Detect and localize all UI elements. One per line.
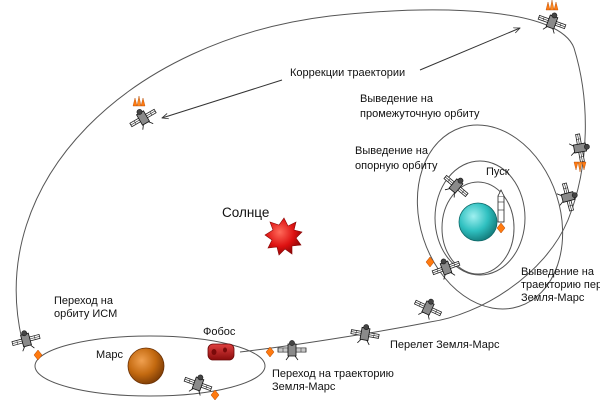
label-corrections: Коррекции траектории [290,67,405,79]
label-departure: Выведение на траекторию перелета Земля-М… [521,266,600,304]
reference-orbit [434,160,526,276]
flame-icon [573,161,587,173]
probe-icon [567,132,593,164]
transfer-trajectory [15,9,586,353]
flame-icon [545,0,559,11]
label-launch: Пуск [486,166,510,178]
flame-icon [425,256,435,268]
probe-icon [349,321,381,347]
label-mars: Марс [96,349,124,361]
labels: Коррекции траектории Выведение на промеж… [54,67,600,393]
trajectories [15,9,586,397]
launch-vehicle-icon [497,189,505,223]
mars-orbit [34,335,266,397]
probe-icon [410,292,446,324]
probe-icon [554,180,582,214]
label-intermediate-orbit: Выведение на промежуточную орбиту [360,93,480,120]
label-earth-mars-flight: Перелет Земля-Марс [390,339,500,351]
correction-arrows [162,28,520,118]
flame-icon [496,222,506,234]
earth [458,202,498,242]
label-reference-orbit: Выведение на опорную орбиту [355,145,438,172]
sun [264,217,303,256]
probe-icon [9,326,43,354]
mars [127,347,165,385]
label-sun: Солнце [222,205,269,220]
departure-spiral [441,181,515,275]
probe-icon [181,369,215,399]
flame-icon [33,349,43,361]
phobos [207,343,235,361]
probe-icon [125,102,161,135]
label-phobos: Фобос [203,326,236,338]
label-mars-orbit-transfer: Переход на орбиту ИСМ [54,295,117,320]
intermediate-orbit [416,124,564,310]
probe-icon [438,169,474,204]
flame-icon [132,95,146,107]
label-earth-mars-trajectory: Переход на траекторию Земля-Марс [272,368,397,393]
